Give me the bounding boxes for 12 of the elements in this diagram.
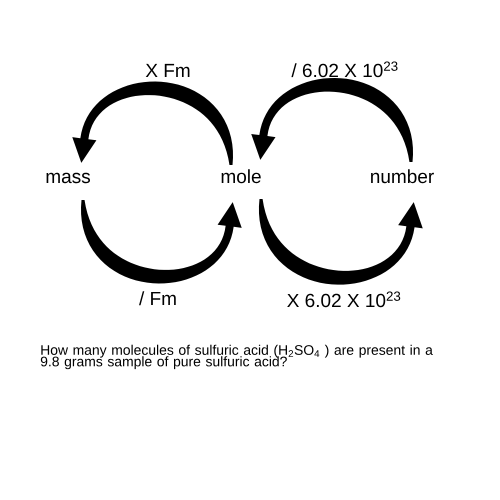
edge-label: / Fm <box>139 291 176 306</box>
curved-arrow <box>258 199 423 285</box>
question-text: How many molecules of sulfuric acid (H$_{2}$SO$_{4}$ ) are present in a 9.8 grams sample of pure sulfuric acid? <box>40 344 433 370</box>
quantity-label: mass <box>46 172 90 184</box>
edge-label: X Fm <box>146 64 190 77</box>
quantity-label: mole <box>222 169 261 184</box>
edge-label: X 6.02 X 10$^{23}$ <box>287 291 400 308</box>
edge-label: / 6.02 X 10$^{23}$ <box>291 61 398 78</box>
curved-arrow <box>72 82 233 165</box>
curved-arrow <box>81 200 242 284</box>
quantity-label: number <box>371 169 434 184</box>
curved-arrow <box>251 78 413 162</box>
